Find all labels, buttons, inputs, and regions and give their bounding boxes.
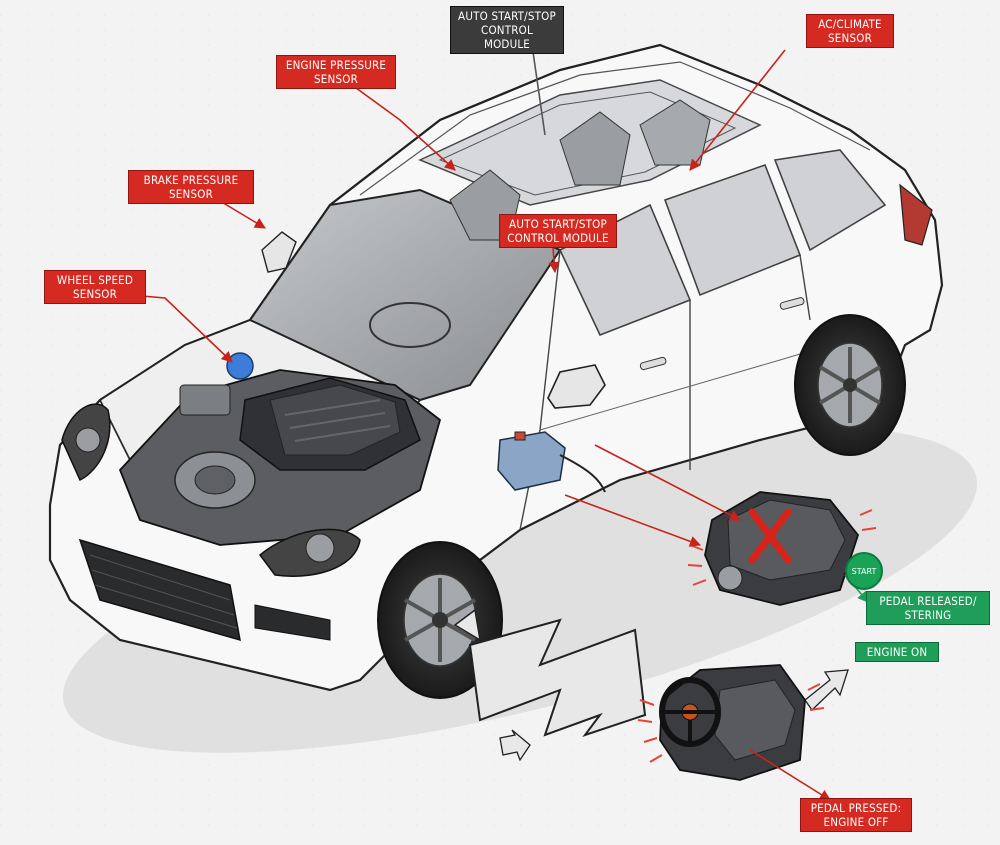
engine-off-unit xyxy=(687,491,877,606)
wheel-speed-sensor-label: WHEEL SPEED SENSOR xyxy=(44,270,146,304)
front-fascia xyxy=(61,403,361,642)
ac-climate-sensor-label: AC/CLIMATE SENSOR xyxy=(806,14,894,48)
engine-on-label: ENGINE ON xyxy=(855,642,939,662)
engine-bay xyxy=(118,352,442,546)
engine-pressure-sensor-label: ENGINE PRESSURE SENSOR xyxy=(276,55,396,89)
battery-module xyxy=(497,431,606,493)
rear-wheel xyxy=(794,314,906,456)
auto-start-stop-module-label-center: AUTO START/STOP CONTROL MODULE xyxy=(499,214,617,248)
start-badge: START xyxy=(845,552,883,590)
engine-off-x-icon xyxy=(748,508,792,564)
auto-start-stop-module-label-top: AUTO START/STOP CONTROL MODULE xyxy=(450,6,564,54)
pedal-pressed-label: PEDAL PRESSED: ENGINE OFF xyxy=(800,798,912,832)
engine-on-unit xyxy=(637,664,825,781)
flow-arrow-icon xyxy=(453,608,849,762)
steering-wheel-icon xyxy=(659,677,721,747)
brake-pressure-sensor-label: BRAKE PRESSURE SENSOR xyxy=(128,170,254,204)
pedal-released-label: PEDAL RELEASED/ STERING xyxy=(866,591,990,625)
